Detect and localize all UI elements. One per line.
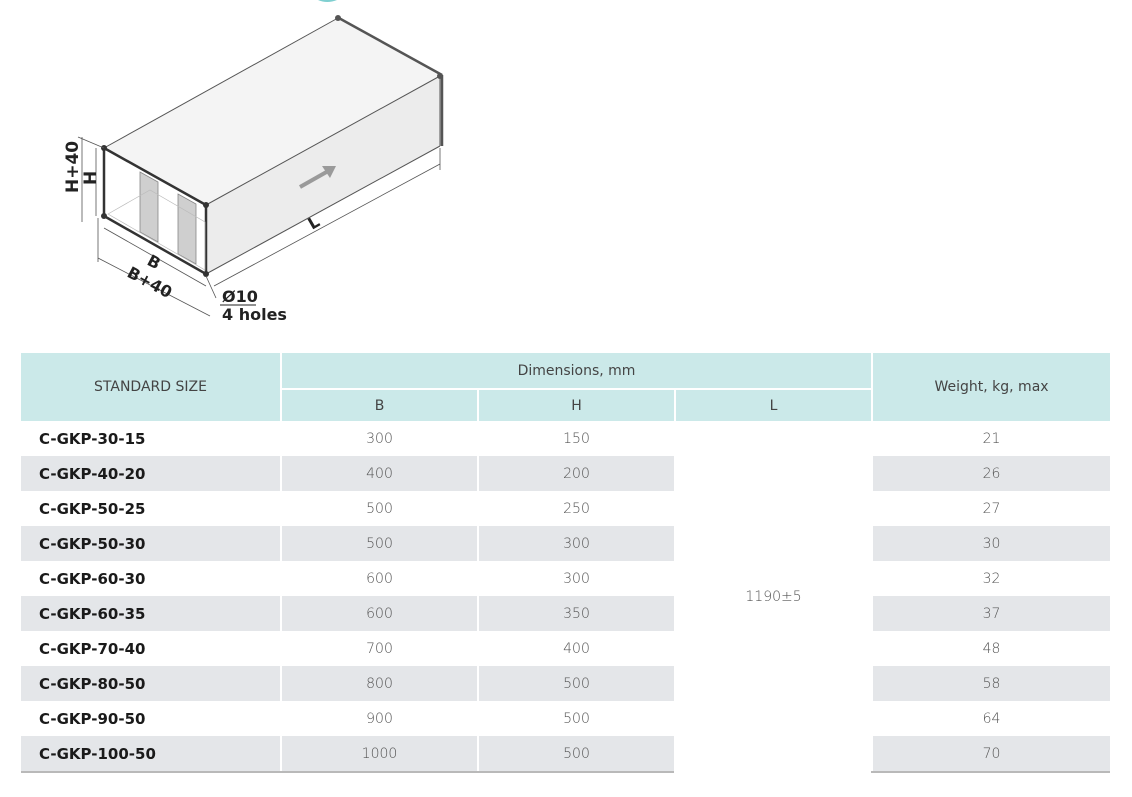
row-name: C-GKP-40-20 bbox=[21, 456, 281, 491]
table-row: C-GKP-70-40 700 400 48 bbox=[21, 631, 1111, 666]
front-flange-hole bbox=[101, 213, 107, 219]
row-b: 800 bbox=[280, 666, 478, 701]
row-b: 600 bbox=[280, 561, 478, 596]
dim-h40-label: H+40 bbox=[63, 141, 83, 193]
row-b: 1000 bbox=[280, 736, 478, 773]
table-row: C-GKP-50-25 500 250 27 bbox=[21, 491, 1111, 526]
row-weight: 26 bbox=[871, 456, 1111, 491]
row-h: 350 bbox=[477, 596, 675, 631]
header-standard-size: STANDARD SIZE bbox=[21, 353, 282, 421]
rear-flange bbox=[336, 15, 444, 146]
hole-diameter-label: Ø10 bbox=[222, 287, 258, 306]
top-tab-mark bbox=[318, 0, 337, 2]
row-weight: 32 bbox=[871, 561, 1111, 596]
row-name: C-GKP-80-50 bbox=[21, 666, 281, 701]
row-b: 500 bbox=[280, 526, 478, 561]
row-b: 700 bbox=[280, 631, 478, 666]
row-name: C-GKP-50-25 bbox=[39, 499, 146, 518]
row-name: C-GKP-60-30 bbox=[39, 569, 146, 588]
body-outline bbox=[103, 17, 441, 275]
row-b: 300 bbox=[280, 421, 478, 456]
front-flange-hole bbox=[203, 202, 209, 208]
rear-flange-hole bbox=[437, 73, 443, 79]
baffle bbox=[177, 193, 197, 265]
duct-silencer-drawing: H+40 H B B+40 L Ø10 4 holes bbox=[63, 0, 444, 324]
row-h: 500 bbox=[477, 701, 675, 736]
table-row: C-GKP-60-35 600 350 37 bbox=[21, 596, 1111, 631]
length-value: 1190±5 bbox=[673, 421, 873, 772]
header-l: L bbox=[675, 388, 874, 421]
baffle bbox=[139, 171, 159, 243]
row-name: C-GKP-100-50 bbox=[21, 736, 281, 773]
row-name: C-GKP-70-40 bbox=[39, 639, 146, 658]
row-weight: 30 bbox=[871, 526, 1111, 561]
row-h: 400 bbox=[477, 631, 675, 666]
row-b: 500 bbox=[280, 491, 478, 526]
dimension-lines bbox=[77, 136, 441, 317]
rear-flange-hole bbox=[335, 15, 341, 21]
row-weight: 27 bbox=[871, 491, 1111, 526]
row-weight: 58 bbox=[871, 666, 1111, 701]
table-row: C-GKP-30-15 300 150 1190±5 21 bbox=[21, 421, 1111, 772]
row-b: 900 bbox=[280, 701, 478, 736]
header-dimensions: Dimensions, mm bbox=[281, 353, 874, 389]
row-b: 600 bbox=[280, 596, 478, 631]
specification-table: STANDARD SIZE Dimensions, mm Weight, kg,… bbox=[21, 353, 1111, 773]
row-h: 500 bbox=[477, 666, 675, 701]
row-name: C-GKP-50-30 bbox=[21, 526, 281, 561]
row-weight: 37 bbox=[871, 596, 1111, 631]
row-weight: 70 bbox=[871, 736, 1111, 773]
dim-h-label: H bbox=[81, 171, 101, 185]
row-h: 500 bbox=[477, 736, 675, 773]
hole-count-label: 4 holes bbox=[222, 305, 287, 324]
row-weight: 21 bbox=[871, 421, 1111, 456]
row-h: 250 bbox=[477, 491, 675, 526]
row-weight: 64 bbox=[871, 701, 1111, 736]
table-row: C-GKP-100-50 1000 500 70 bbox=[21, 736, 1111, 773]
inner-perspective bbox=[107, 189, 206, 271]
row-b: 400 bbox=[280, 456, 478, 491]
header-weight: Weight, kg, max bbox=[872, 353, 1111, 421]
dim-l-label: L bbox=[305, 212, 323, 234]
airflow-arrow-icon bbox=[299, 166, 336, 189]
front-flange-hole bbox=[203, 271, 209, 277]
row-h: 300 bbox=[477, 526, 675, 561]
row-name: C-GKP-30-15 bbox=[39, 429, 146, 448]
header-h: H bbox=[478, 388, 676, 421]
row-h: 300 bbox=[477, 561, 675, 596]
table-row: C-GKP-50-30 500 300 30 bbox=[21, 526, 1111, 561]
row-name: C-GKP-90-50 bbox=[39, 709, 146, 728]
table-row: C-GKP-90-50 900 500 64 bbox=[21, 701, 1111, 736]
header-b: B bbox=[281, 388, 479, 421]
row-h: 150 bbox=[477, 421, 675, 456]
table-row: C-GKP-80-50 800 500 58 bbox=[21, 666, 1111, 701]
table-row: C-GKP-60-30 600 300 32 bbox=[21, 561, 1111, 596]
row-weight: 48 bbox=[871, 631, 1111, 666]
table-row: C-GKP-40-20 400 200 26 bbox=[21, 456, 1111, 491]
row-h: 200 bbox=[477, 456, 675, 491]
top-face bbox=[104, 18, 440, 205]
row-name: C-GKP-60-35 bbox=[21, 596, 281, 631]
